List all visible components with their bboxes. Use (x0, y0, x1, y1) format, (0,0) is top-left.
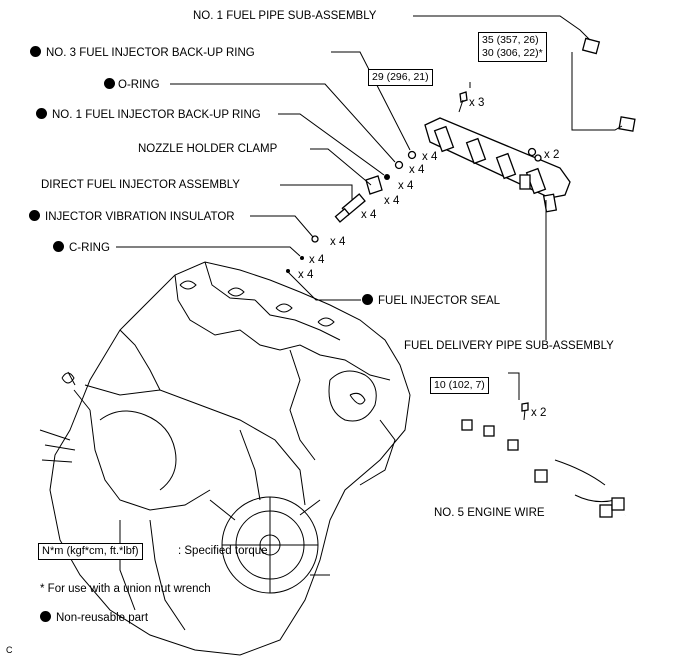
delivery-pipe-bolts (458, 91, 468, 113)
non-reusable-icon (40, 611, 51, 622)
qty-vibration-insulator: x 4 (330, 236, 346, 248)
non-reusable-icon (36, 108, 47, 119)
label-o-ring-text: O-RING (118, 79, 160, 91)
label-vibration-insulator-text: INJECTOR VIBRATION INSULATOR (45, 211, 235, 223)
non-reusable-icon (53, 241, 64, 252)
qty-backup-ring-1: x 4 (398, 180, 414, 192)
engine-wire-drawing (461, 402, 627, 526)
qty-fuel-pipe-x2: x 2 (544, 149, 560, 161)
non-reusable-icon (30, 46, 41, 57)
legend-union-note: * For use with a union nut wrench (40, 583, 211, 595)
label-c-ring: C-RING (53, 241, 110, 255)
qty-engine-wire-bolts: x 2 (531, 407, 547, 419)
injector-parts (286, 150, 417, 273)
legend-torque-box: N*m (kgf*cm, ft.*lbf) (38, 543, 143, 560)
label-o-ring: O-RING (104, 78, 160, 92)
torque-box-engine-wire: 10 (102, 7) (430, 377, 489, 394)
label-backup-ring-3-text: NO. 3 FUEL INJECTOR BACK-UP RING (46, 47, 255, 59)
torque-box-fuel-pipe: 35 (357, 26) 30 (306, 22)* (478, 32, 547, 62)
qty-backup-ring-3: x 4 (422, 151, 438, 163)
label-nozzle-clamp: NOZZLE HOLDER CLAMP (138, 143, 278, 155)
label-fuel-pipe: NO. 1 FUEL PIPE SUB-ASSEMBLY (193, 10, 377, 22)
label-backup-ring-1-text: NO. 1 FUEL INJECTOR BACK-UP RING (52, 109, 261, 121)
corner-mark: C (6, 645, 13, 655)
engine-illustration (39, 261, 411, 656)
torque-box-delivery-pipe: 29 (296, 21) (368, 69, 433, 86)
qty-c-ring: x 4 (309, 254, 325, 266)
qty-injector-seal: x 4 (298, 269, 314, 281)
label-injector-assembly: DIRECT FUEL INJECTOR ASSEMBLY (41, 179, 240, 191)
qty-o-ring: x 4 (409, 164, 425, 176)
torque-fuel-pipe-line2: 30 (306, 22)* (482, 47, 543, 59)
non-reusable-icon (29, 210, 40, 221)
qty-bolts: x 3 (469, 97, 485, 109)
label-delivery-pipe: FUEL DELIVERY PIPE SUB-ASSEMBLY (404, 340, 614, 352)
legend-non-reusable-text: Non-reusable part (56, 612, 149, 624)
legend-non-reusable: Non-reusable part (40, 611, 148, 625)
qty-nozzle-clamp: x 4 (384, 195, 400, 207)
label-c-ring-text: C-RING (69, 242, 110, 254)
legend-torque-desc: : Specified torque (178, 545, 268, 557)
torque-fuel-pipe-line1: 35 (357, 26) (482, 34, 539, 46)
qty-injector-assembly: x 4 (361, 209, 377, 221)
label-vibration-insulator: INJECTOR VIBRATION INSULATOR (29, 210, 235, 224)
label-injector-seal: FUEL INJECTOR SEAL (362, 294, 500, 308)
fuel-delivery-pipe-drawing (424, 117, 571, 213)
non-reusable-icon (362, 294, 373, 305)
label-engine-wire: NO. 5 ENGINE WIRE (434, 507, 545, 519)
leader-lines (116, 15, 623, 400)
label-backup-ring-3: NO. 3 FUEL INJECTOR BACK-UP RING (30, 46, 255, 60)
fuel-pipe-drawing (581, 37, 636, 132)
label-injector-seal-text: FUEL INJECTOR SEAL (378, 295, 501, 307)
non-reusable-icon (104, 78, 115, 89)
label-backup-ring-1: NO. 1 FUEL INJECTOR BACK-UP RING (36, 108, 261, 122)
